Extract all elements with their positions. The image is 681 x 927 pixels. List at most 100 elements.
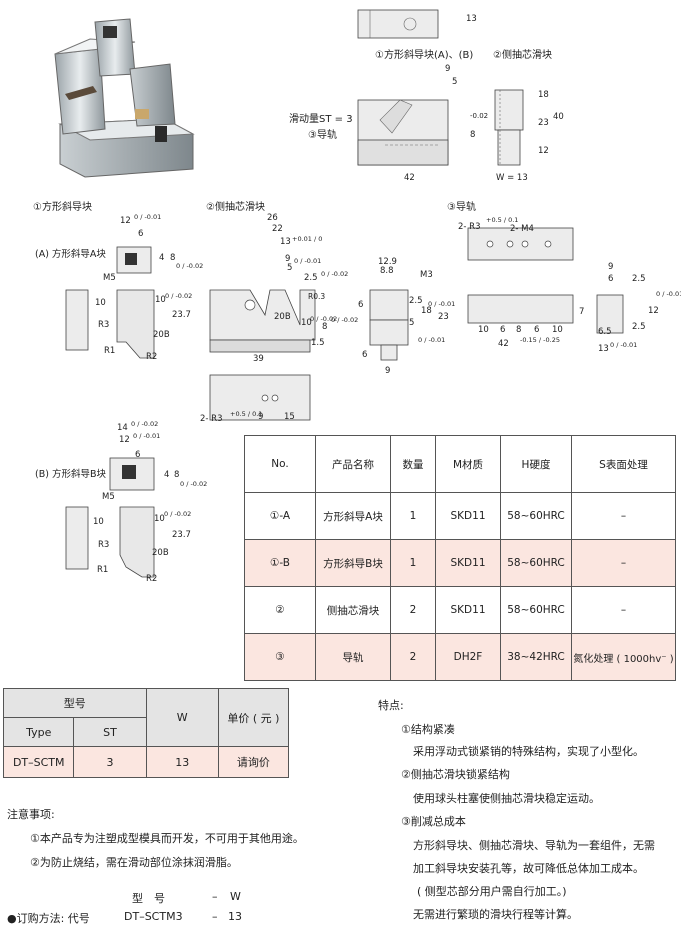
order-head-w: W	[230, 890, 241, 903]
tol-8: 0 / -0.02	[176, 262, 204, 270]
order-dash: –	[212, 910, 218, 923]
cell: 方形斜导B块	[315, 539, 391, 587]
table-row: ② 侧抽芯滑块 2 SKD11 58~60HRC –	[244, 586, 676, 634]
dim-5: 5	[287, 263, 293, 273]
cell: DT–SCTM	[2, 746, 75, 778]
tol-8: 0 / -0.02	[180, 480, 208, 488]
dim-26: 26	[267, 213, 278, 223]
product-photo	[54, 18, 195, 178]
tol-5: 0 / -0.01	[418, 336, 446, 344]
order-head-dash: –	[212, 890, 218, 903]
dim-7: 7	[579, 307, 585, 317]
dim-9: 9	[445, 64, 451, 74]
dim-8: 8	[322, 322, 328, 332]
dim-25: 2.5	[304, 273, 318, 283]
dim-6: 6	[138, 229, 144, 239]
dim-14: 14	[117, 423, 128, 433]
dim-9: 9	[608, 262, 614, 272]
dim-20b: 20B	[153, 330, 170, 340]
table-row: ③ 导轨 2 DH2F 38~42HRC 氮化处理 ( 1000hv⁻ )	[244, 633, 676, 681]
dim-20b: 20B	[274, 312, 291, 322]
cell: 58~60HRC	[500, 492, 572, 540]
dim-18: 18	[538, 90, 549, 100]
feature-1-body: 采用浮动式锁紧销的特殊结构，实现了小型化。	[413, 745, 644, 758]
dim-10b: 10	[552, 325, 563, 335]
tol-r3: +0.5 / 0.1	[486, 216, 519, 224]
dim-10b: 10	[155, 295, 166, 305]
dim-6: 6	[135, 450, 141, 460]
col-name: 产品名称	[315, 435, 391, 493]
dim-10: 10	[95, 298, 106, 308]
col-qty: 数量	[390, 435, 436, 493]
dim-237: 23.7	[172, 310, 191, 320]
cell: –	[571, 539, 676, 587]
dim-42: 42	[404, 173, 415, 183]
dim-25b: 2.5	[632, 322, 646, 332]
order-head-model: 型 号	[132, 892, 165, 905]
order-w: 13	[228, 910, 242, 923]
dim-12: 12	[119, 435, 130, 445]
dim-r3: R3	[98, 540, 110, 550]
dim-12: 12	[648, 306, 659, 316]
cell: SKD11	[435, 586, 501, 634]
dim-23: 23	[438, 312, 449, 322]
cell: 请询价	[217, 746, 290, 778]
dim-5: 5	[409, 318, 415, 328]
dim-m5: M5	[103, 273, 116, 283]
cell: 侧抽芯滑块	[315, 586, 391, 634]
cell: 2	[390, 586, 436, 634]
cell: DH2F	[435, 633, 501, 681]
order-label: ●订购方法: 代号	[7, 912, 90, 925]
cell: 氮化处理 ( 1000hv⁻ )	[571, 633, 676, 681]
dim-r3: 2- R3	[458, 222, 481, 232]
dim-8: 8	[170, 253, 176, 263]
tol-12: 0 / -0.01	[656, 290, 681, 298]
cell: 导轨	[315, 633, 391, 681]
dim-12: 12	[538, 146, 549, 156]
dim-5: 5	[452, 77, 458, 87]
dim-9: 9	[285, 254, 291, 264]
dim-m4: 2- M4	[510, 224, 534, 234]
dim-6a: 6	[500, 325, 506, 335]
cell: 58~60HRC	[500, 586, 572, 634]
section3-title: ③导轨	[447, 202, 476, 213]
section1-title: ①方形斜导块	[33, 202, 92, 213]
tol-13: +0.01 / 0	[292, 235, 323, 243]
dim-65: 6.5	[598, 327, 612, 337]
col-material: M材质	[435, 435, 501, 493]
tol-12: 0 / -0.01	[133, 432, 161, 440]
cell: –	[571, 586, 676, 634]
feature-3-head: ③削减总成本	[401, 815, 466, 828]
dim-13: 13	[598, 344, 609, 354]
dim-25a: 2.5	[632, 274, 646, 284]
dim-6b: 6	[362, 350, 368, 360]
dim-8a: 8	[516, 325, 522, 335]
cell: SKD11	[435, 539, 501, 587]
cell: ①-A	[244, 492, 316, 540]
dim-10a: 10	[478, 325, 489, 335]
cell: ③	[244, 633, 316, 681]
label-stroke: 滑动量ST = 3	[289, 114, 353, 125]
tol-25: 0 / -0.02	[321, 270, 349, 278]
dim-13: 13	[466, 14, 477, 24]
dim-10: 10	[301, 318, 312, 328]
price-head-w: W	[145, 688, 219, 747]
section1-subA: (A) 方形斜导A块	[35, 249, 106, 260]
cell: –	[571, 492, 676, 540]
order-code: DT–SCTM3	[124, 910, 183, 923]
tol-9: 0 / -0.01	[294, 257, 322, 265]
dim-6b: 6	[534, 325, 540, 335]
cell: 2	[390, 633, 436, 681]
price-head-model: 型号	[3, 688, 147, 718]
label-core-slider: ②侧抽芯滑块	[493, 50, 552, 61]
dim-m3: M3	[420, 270, 433, 280]
notes-title: 注意事项:	[7, 808, 55, 821]
dim-15: 1.5	[311, 338, 325, 348]
dim-12: 12	[120, 216, 131, 226]
dim-r2: R2	[146, 574, 158, 584]
feature-2-body: 使用球头柱塞使侧抽芯滑块稳定运动。	[413, 792, 600, 805]
guide-block-b-drawing	[65, 457, 155, 578]
col-surface: S表面处理	[571, 435, 676, 493]
spec-table: No. 产品名称 数量 M材质 H硬度 S表面处理 ①-A 方形斜导A块 1 S…	[244, 435, 676, 681]
dim-22: 22	[272, 224, 283, 234]
